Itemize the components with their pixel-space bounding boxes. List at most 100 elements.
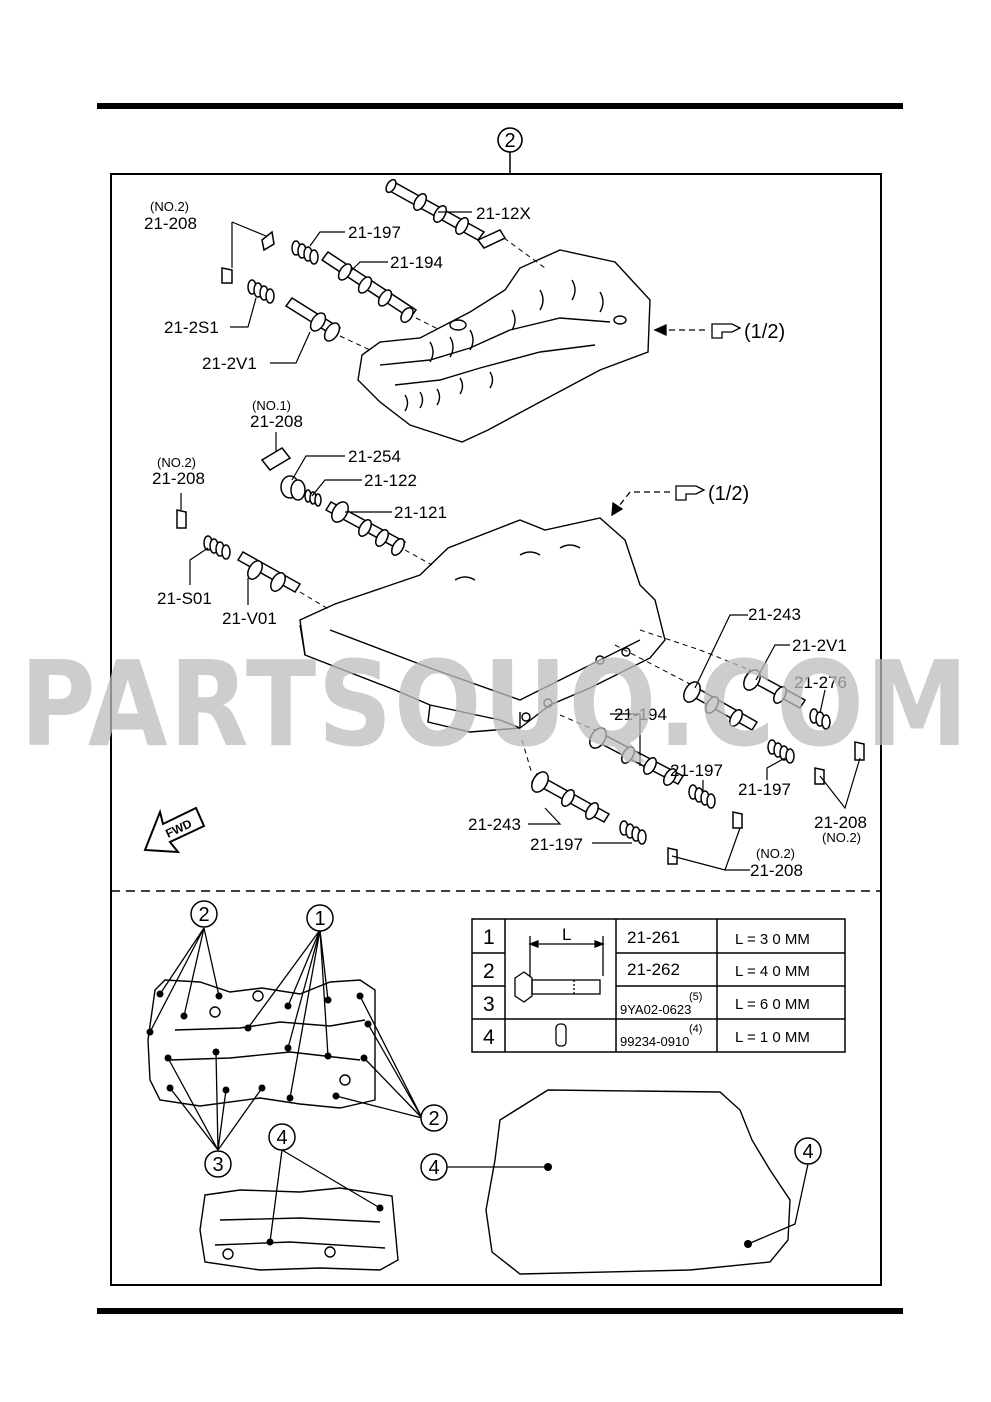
ref-arrow-top — [653, 323, 742, 339]
label-21-208-no2-c: 21-208 — [814, 813, 867, 832]
svg-text:1: 1 — [314, 908, 325, 930]
svg-text:3: 3 — [212, 1154, 223, 1176]
label-21-197-d: 21-197 — [530, 835, 583, 854]
assembly-lines — [299, 237, 751, 775]
table-row-no: 1 — [483, 926, 495, 949]
watermark: PARTSOUQ.COM — [20, 635, 970, 773]
gasket-dots — [544, 1163, 752, 1248]
table-row-length: L = 4 0 MM — [735, 963, 810, 980]
label-21-208-no2-c-note: (NO.2) — [822, 830, 861, 845]
pointing-hand-icon — [711, 323, 742, 339]
label-21-s01: 21-S01 — [157, 589, 212, 608]
gasket-leaders — [447, 1163, 809, 1245]
svg-text:4: 4 — [276, 1127, 287, 1149]
label-21-197-c: 21-197 — [738, 780, 791, 799]
label-21-208-no2-a-note: (NO.2) — [150, 199, 189, 214]
label-21-194-b: 21-194 — [614, 705, 667, 724]
svg-text:2: 2 — [198, 904, 209, 926]
table-row-qty: (4) — [689, 1023, 702, 1035]
spring-122 — [304, 489, 322, 507]
callout-4-gasket-left: 4 — [420, 1153, 448, 1181]
label-21-208-no2-b-note: (NO.2) — [157, 455, 196, 470]
table-row-length: L = 6 0 MM — [735, 996, 810, 1013]
ref-half-mid: (1/2) — [708, 483, 749, 505]
spring-2s1 — [247, 279, 275, 304]
callout-2-right: 2 — [420, 1104, 448, 1132]
label-21-v01: 21-V01 — [222, 609, 277, 628]
label-21-2v1-b: 21-2V1 — [792, 636, 847, 655]
main-callout-number: 2 — [504, 130, 515, 152]
bolt-view-lower — [199, 1187, 399, 1271]
table-row-length: L = 1 0 MM — [735, 1029, 810, 1046]
bolt-leaders-upper — [149, 927, 423, 1151]
clip-208-no2-left — [176, 509, 187, 529]
table-row-no: 4 — [483, 1026, 495, 1049]
label-21-12x: 21-12X — [476, 204, 531, 223]
svg-text:2: 2 — [428, 1108, 439, 1130]
bottom-rule — [97, 1308, 903, 1314]
bolt-leaders-lower — [269, 1149, 381, 1243]
valve-parts — [176, 178, 865, 865]
label-21-208-no2-d-note: (NO.2) — [756, 846, 795, 861]
label-21-243-b: 21-243 — [468, 815, 521, 834]
dowel-pin-icon — [555, 1023, 567, 1047]
label-21-276: 21-276 — [794, 673, 847, 692]
label-21-121: 21-121 — [394, 503, 447, 522]
label-21-243-a: 21-243 — [748, 605, 801, 624]
plate-208-no1 — [260, 447, 292, 471]
upper-valve-body — [357, 249, 651, 443]
label-21-197-a: 21-197 — [348, 223, 401, 242]
spring-276 — [809, 708, 831, 730]
bolt-dim-label: L — [562, 925, 571, 944]
table-row-no: 2 — [483, 960, 495, 983]
label-21-2v1-a: 21-2V1 — [202, 354, 257, 373]
label-21-194-a: 21-194 — [390, 253, 443, 272]
fwd-arrow-icon: FWD — [143, 806, 206, 854]
pointing-hand-icon — [675, 485, 706, 501]
table-row-no: 3 — [483, 993, 495, 1016]
clip-208-no2-upper-a — [261, 230, 275, 252]
lower-valve-body — [299, 517, 666, 733]
callout-4-valvebody: 4 — [268, 1123, 296, 1151]
spring-197-mid — [688, 784, 716, 809]
ref-arrow-mid — [611, 485, 706, 517]
clip-208-no2-right-a — [854, 741, 865, 761]
table-row-length: L = 3 0 MM — [735, 931, 810, 948]
table-row-part: 21-262 — [627, 960, 680, 979]
diagram-frame — [110, 173, 882, 1286]
table-row-part: 9YA02-0623 — [620, 1002, 691, 1017]
callout-4-gasket-right: 4 — [794, 1137, 822, 1165]
label-21-208-no1-note: (NO.1) — [252, 398, 291, 413]
label-21-208-no2-d: 21-208 — [750, 861, 803, 880]
clip-208-no2-upper-b — [221, 267, 233, 284]
svg-text:4: 4 — [428, 1157, 439, 1179]
table-row-part: 21-261 — [627, 928, 680, 947]
bolt-table — [471, 918, 846, 1053]
label-21-197-b: 21-197 — [670, 761, 723, 780]
callout-2-left: 2 — [190, 900, 218, 928]
label-21-122: 21-122 — [364, 471, 417, 490]
label-21-208-no2-b: 21-208 — [152, 469, 205, 488]
label-leaders — [180, 211, 861, 871]
spring-197-upper — [291, 240, 319, 265]
spring-197-low — [619, 820, 647, 845]
clip-208-no2-low-a — [732, 811, 743, 829]
table-row-qty: (5) — [689, 991, 702, 1003]
bolt-dots-lower — [266, 1204, 384, 1246]
gasket-view — [485, 1089, 791, 1275]
callout-3: 3 — [204, 1150, 232, 1178]
label-21-208-no1: 21-208 — [250, 412, 303, 431]
label-21-208-no2-a: 21-208 — [144, 214, 197, 233]
bolt-dots-upper — [146, 990, 372, 1102]
bolt-icon — [514, 936, 605, 1003]
clip-208-no2-right-b — [814, 767, 825, 785]
label-21-2s1: 21-2S1 — [164, 318, 219, 337]
label-21-254: 21-254 — [348, 447, 401, 466]
svg-text:4: 4 — [802, 1141, 813, 1163]
callout-1: 1 — [306, 904, 334, 932]
spring-s01 — [203, 535, 231, 560]
spring-197-right — [767, 739, 795, 764]
top-rule — [97, 103, 903, 109]
table-row-part: 99234-0910 — [620, 1034, 689, 1049]
